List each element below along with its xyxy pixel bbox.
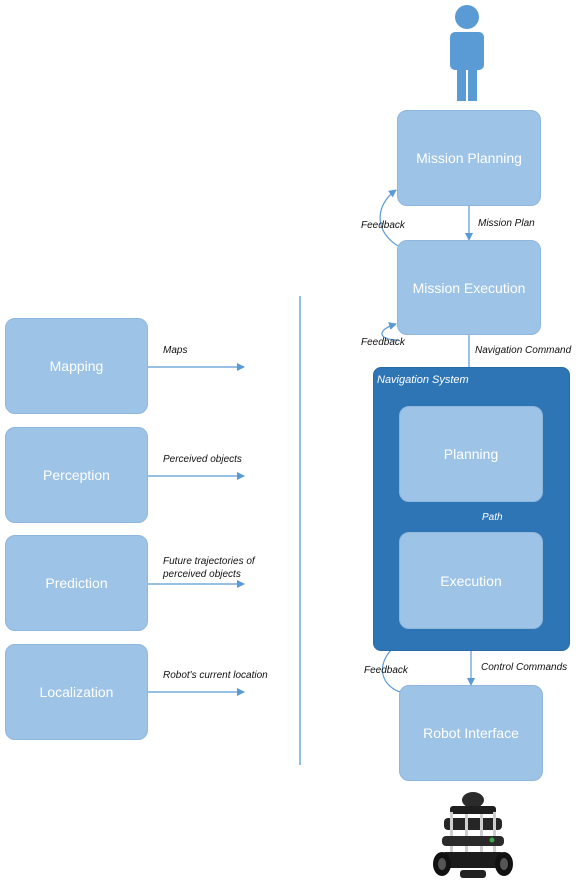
maps-output-label: Maps	[163, 345, 188, 356]
execution-label: Execution	[440, 572, 502, 589]
prediction-output-label-line2: perceived objects	[163, 569, 241, 580]
mission-planning-box: Mission Planning	[397, 110, 541, 206]
mission-plan-label: Mission Plan	[478, 218, 535, 229]
perception-output-label: Perceived objects	[163, 454, 242, 465]
mission-planning-label: Mission Planning	[416, 150, 522, 166]
prediction-label: Prediction	[45, 575, 108, 591]
robot-icon	[433, 792, 513, 878]
user-icon	[450, 5, 484, 101]
perception-box: Perception	[5, 427, 148, 523]
localization-output-label: Robot's current location	[163, 670, 268, 681]
localization-box: Localization	[5, 644, 148, 740]
navigation-command-label: Navigation Command	[475, 345, 572, 356]
mapping-box: Mapping	[5, 318, 148, 414]
perception-label: Perception	[43, 467, 110, 483]
path-label: Path	[482, 512, 503, 523]
feedback-label-2: Feedback	[361, 337, 405, 348]
planning-box: Planning	[399, 406, 543, 502]
navigation-system-title: Navigation System	[377, 374, 469, 386]
planning-label: Planning	[443, 446, 499, 462]
mission-execution-box: Mission Execution	[397, 240, 541, 335]
mapping-label: Mapping	[49, 358, 104, 374]
robot-interface-box: Robot Interface	[399, 685, 543, 781]
control-commands-label: Control Commands	[481, 662, 568, 673]
robot-interface-label: Robot Interface	[423, 725, 519, 741]
feedback-curve-2	[381, 322, 399, 341]
mission-execution-label: Mission Execution	[412, 279, 526, 296]
feedback-label-1: Feedback	[361, 220, 405, 231]
execution-box: Execution	[399, 532, 543, 629]
feedback-curve-1	[379, 189, 399, 247]
prediction-output-label-line1: Future trajectories of	[163, 556, 255, 567]
prediction-box: Prediction	[5, 535, 148, 631]
feedback-label-3: Feedback	[364, 665, 408, 676]
localization-label: Localization	[39, 684, 114, 700]
